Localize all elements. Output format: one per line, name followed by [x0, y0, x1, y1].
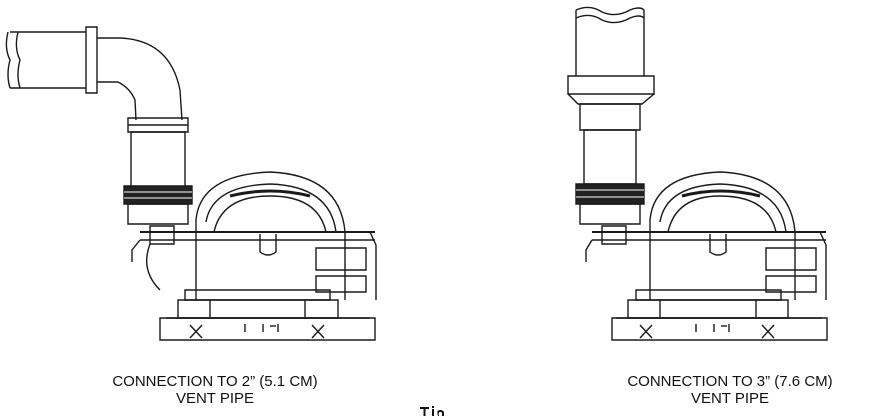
vertical-vent-pipe [124, 118, 192, 224]
caption-3in-line1: CONNECTION TO 3” (7.6 CM) [627, 373, 833, 390]
caption-2in-line1: CONNECTION TO 2” (5.1 CM) [112, 373, 318, 390]
inducer-base [586, 226, 827, 340]
caption-2in-vent: CONNECTION TO 2” (5.1 CM) VENT PIPE [110, 373, 320, 407]
vent-connection-2in-drawing [0, 0, 400, 360]
blower-housing [196, 172, 345, 300]
inducer-base [132, 226, 376, 340]
vent-elbow [118, 38, 182, 120]
vent-connection-3in-figure [540, 0, 879, 360]
vent-connection-2in-figure [0, 0, 400, 360]
blower-housing [650, 172, 795, 300]
cropped-text-fragment [418, 404, 448, 416]
vent-connection-3in-drawing [540, 0, 879, 360]
caption-2in-line2: VENT PIPE [175, 390, 255, 407]
caption-3in-vent: CONNECTION TO 3” (7.6 CM) VENT PIPE [570, 373, 879, 407]
straight-vent-pipe [568, 7, 654, 224]
horizontal-vent-pipe [6, 27, 120, 93]
cropped-text-glyphs [420, 406, 444, 416]
caption-3in-line2: VENT PIPE [690, 390, 770, 407]
